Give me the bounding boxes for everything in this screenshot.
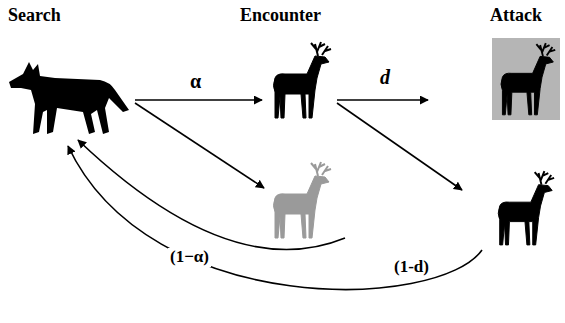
return-arrow — [78, 140, 345, 250]
probability-label: (1-d) — [392, 258, 431, 277]
arrow — [337, 103, 462, 190]
deer-silhouette — [498, 171, 554, 245]
deer-silhouette-attacked — [501, 43, 555, 115]
deer-silhouette — [274, 42, 332, 118]
arrow — [337, 99, 428, 101]
probability-label: α — [190, 70, 201, 92]
probability-label: (1−α) — [168, 248, 211, 267]
wolf-silhouette — [9, 62, 129, 134]
attack-box — [492, 38, 560, 120]
probability-label: d — [380, 66, 390, 88]
column-heading: Search — [8, 6, 61, 26]
deer-silhouette-grey — [274, 162, 332, 238]
return-arrow — [68, 146, 482, 289]
arrow — [135, 103, 264, 188]
column-heading: Encounter — [240, 6, 321, 26]
column-heading: Attack — [490, 6, 542, 26]
arrow — [135, 99, 262, 101]
